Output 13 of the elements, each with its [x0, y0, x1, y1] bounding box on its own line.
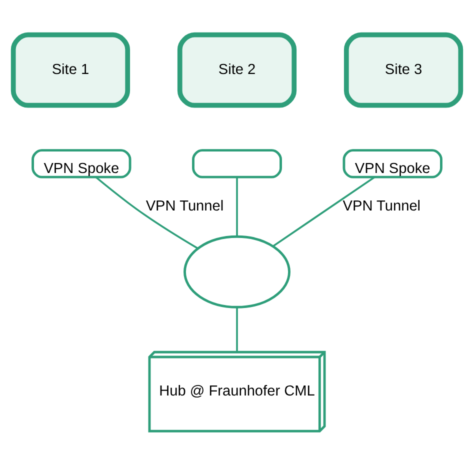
node-box: VPN Spoke: [342, 148, 442, 178]
edge-label: VPN Tunnel: [342, 198, 421, 214]
connector: [96, 176, 198, 249]
connector: [272, 176, 375, 246]
connector: [236, 306, 238, 352]
node-box: Site 1: [10, 32, 130, 108]
connector: [236, 176, 238, 236]
node-box: Site 2: [177, 32, 297, 108]
node-box: [192, 148, 282, 178]
edge-label: VPN Tunnel: [146, 198, 224, 214]
node-box: Site 3: [344, 32, 464, 108]
node-box: VPN Spoke: [32, 148, 132, 178]
node-cloud: [184, 234, 290, 308]
